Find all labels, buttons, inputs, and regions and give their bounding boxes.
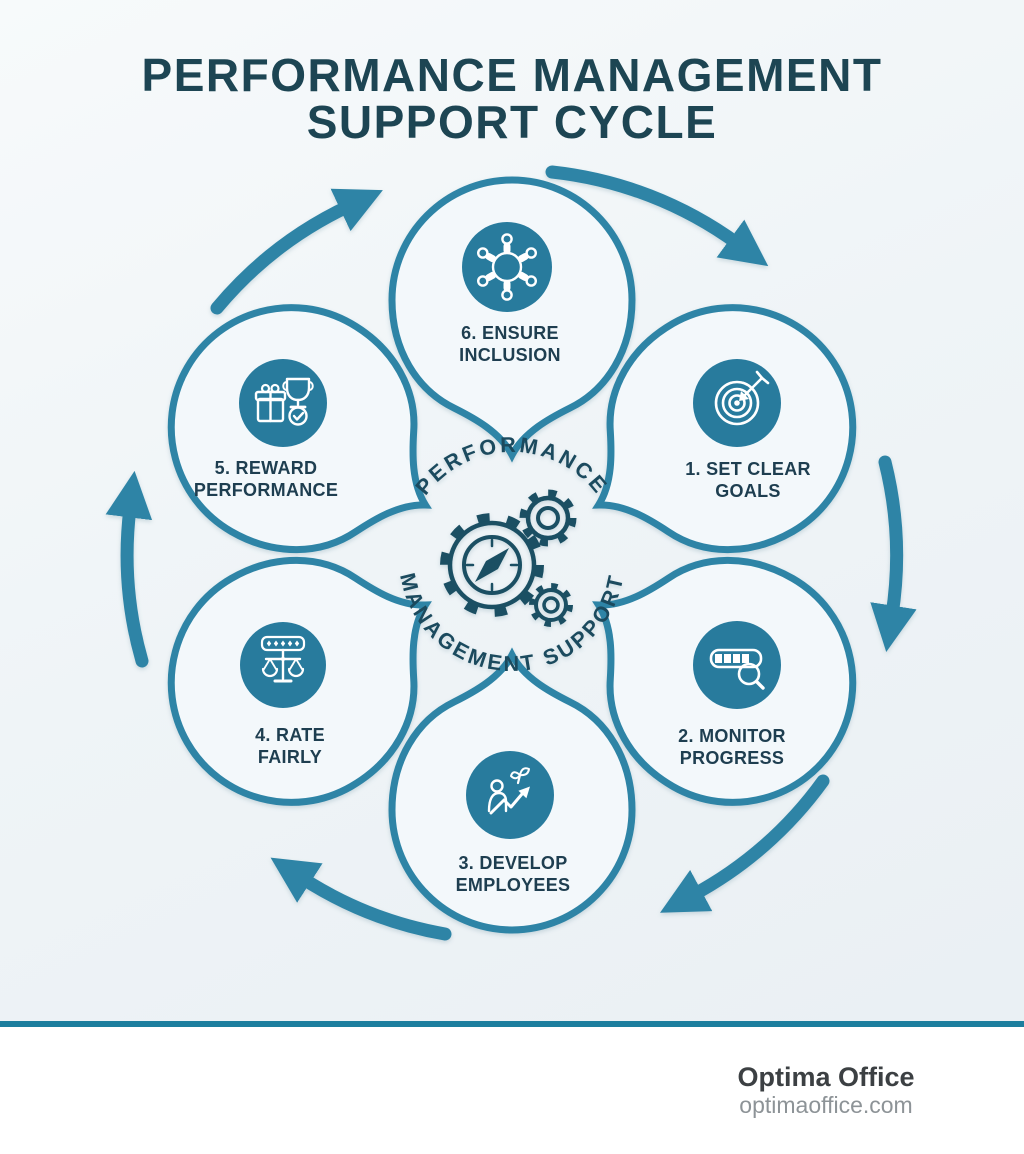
gift-trophy-check-icon [254, 377, 314, 426]
node-icon-circle-3 [466, 751, 554, 839]
arrow-top-left [210, 188, 383, 315]
node-icon-circle-6 [462, 222, 552, 312]
divider-line [0, 1021, 1024, 1027]
balance-scale-icon [260, 635, 306, 683]
brand-website: optimaoffice.com [739, 1092, 913, 1118]
brand-block: Optima Office optimaoffice.com [701, 1062, 951, 1118]
page-title: PERFORMANCE MANAGEMENT SUPPORT CYCLE [0, 52, 1024, 146]
node-label-monitor-progress: 2. MONITOR PROGRESS [678, 726, 786, 768]
cycle-arrows [105, 165, 917, 941]
node-label-set-clear-goals: 1. SET CLEAR GOALS [685, 459, 811, 501]
node-label-develop-employees: 3. DEVELOP EMPLOYEES [455, 853, 571, 895]
cycle-diagram: PERFORMANCE MANAGEMENT SUPPORT [105, 165, 917, 941]
petal-segment-6 [392, 180, 632, 455]
progress-magnifier-icon [709, 648, 765, 690]
page-title-line2: SUPPORT CYCLE [306, 95, 718, 148]
arrow-bottom-right [660, 774, 830, 913]
node-label-rate-fairly: 4. RATE FAIRLY [255, 725, 325, 767]
node-label-reward-performance: 5. REWARD PERFORMANCE [193, 458, 339, 500]
node-icon-circle-2 [693, 621, 781, 709]
arrow-left [105, 470, 153, 668]
arrow-top-right [545, 165, 769, 267]
center-arc-text-top: PERFORMANCE [411, 433, 613, 500]
arrow-bottom-left [270, 857, 452, 941]
people-circle-icon [476, 233, 538, 301]
page-title-line1: PERFORMANCE MANAGEMENT [141, 49, 883, 101]
gears-compass-icon [440, 489, 577, 627]
growth-person-icon [487, 767, 530, 815]
target-arrow-icon [714, 370, 770, 426]
brand-name: Optima Office [737, 1062, 915, 1092]
arrow-right [870, 455, 917, 652]
node-label-ensure-inclusion: 6. ENSURE INCLUSION [459, 323, 561, 365]
footer: Optima Office optimaoffice.com [0, 1027, 1024, 1154]
